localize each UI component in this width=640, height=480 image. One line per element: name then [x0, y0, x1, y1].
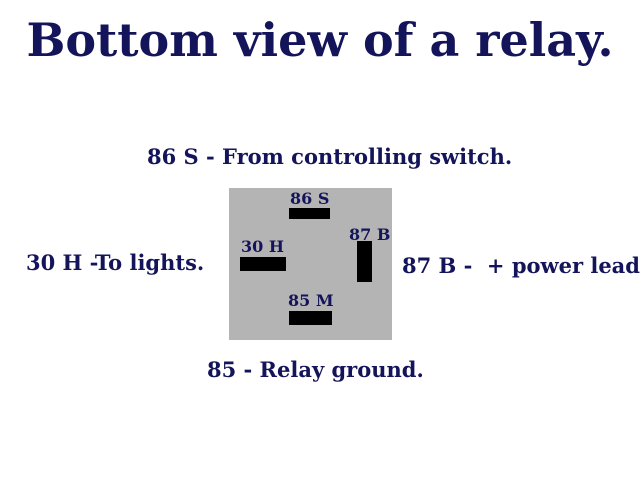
diagram-title: Bottom view of a relay. — [26, 13, 614, 67]
pin-87-label: 87 B — [349, 225, 391, 244]
pin-30-label: 30 H — [241, 237, 284, 256]
pin-85-label: 85 M — [288, 291, 334, 310]
pin-85 — [289, 311, 332, 325]
pin-86-label: 86 S — [290, 189, 330, 208]
pin-86 — [289, 208, 330, 219]
label-85-description: 85 - Relay ground. — [207, 357, 424, 382]
pin-30 — [240, 257, 286, 271]
label-87-description: 87 B - + power lead. — [402, 253, 640, 278]
label-86-description: 86 S - From controlling switch. — [147, 144, 513, 169]
label-30-description: 30 H -To lights. — [26, 250, 205, 275]
pin-87 — [357, 241, 372, 282]
relay-body: 86 S 30 H 87 B 85 M — [229, 188, 392, 340]
